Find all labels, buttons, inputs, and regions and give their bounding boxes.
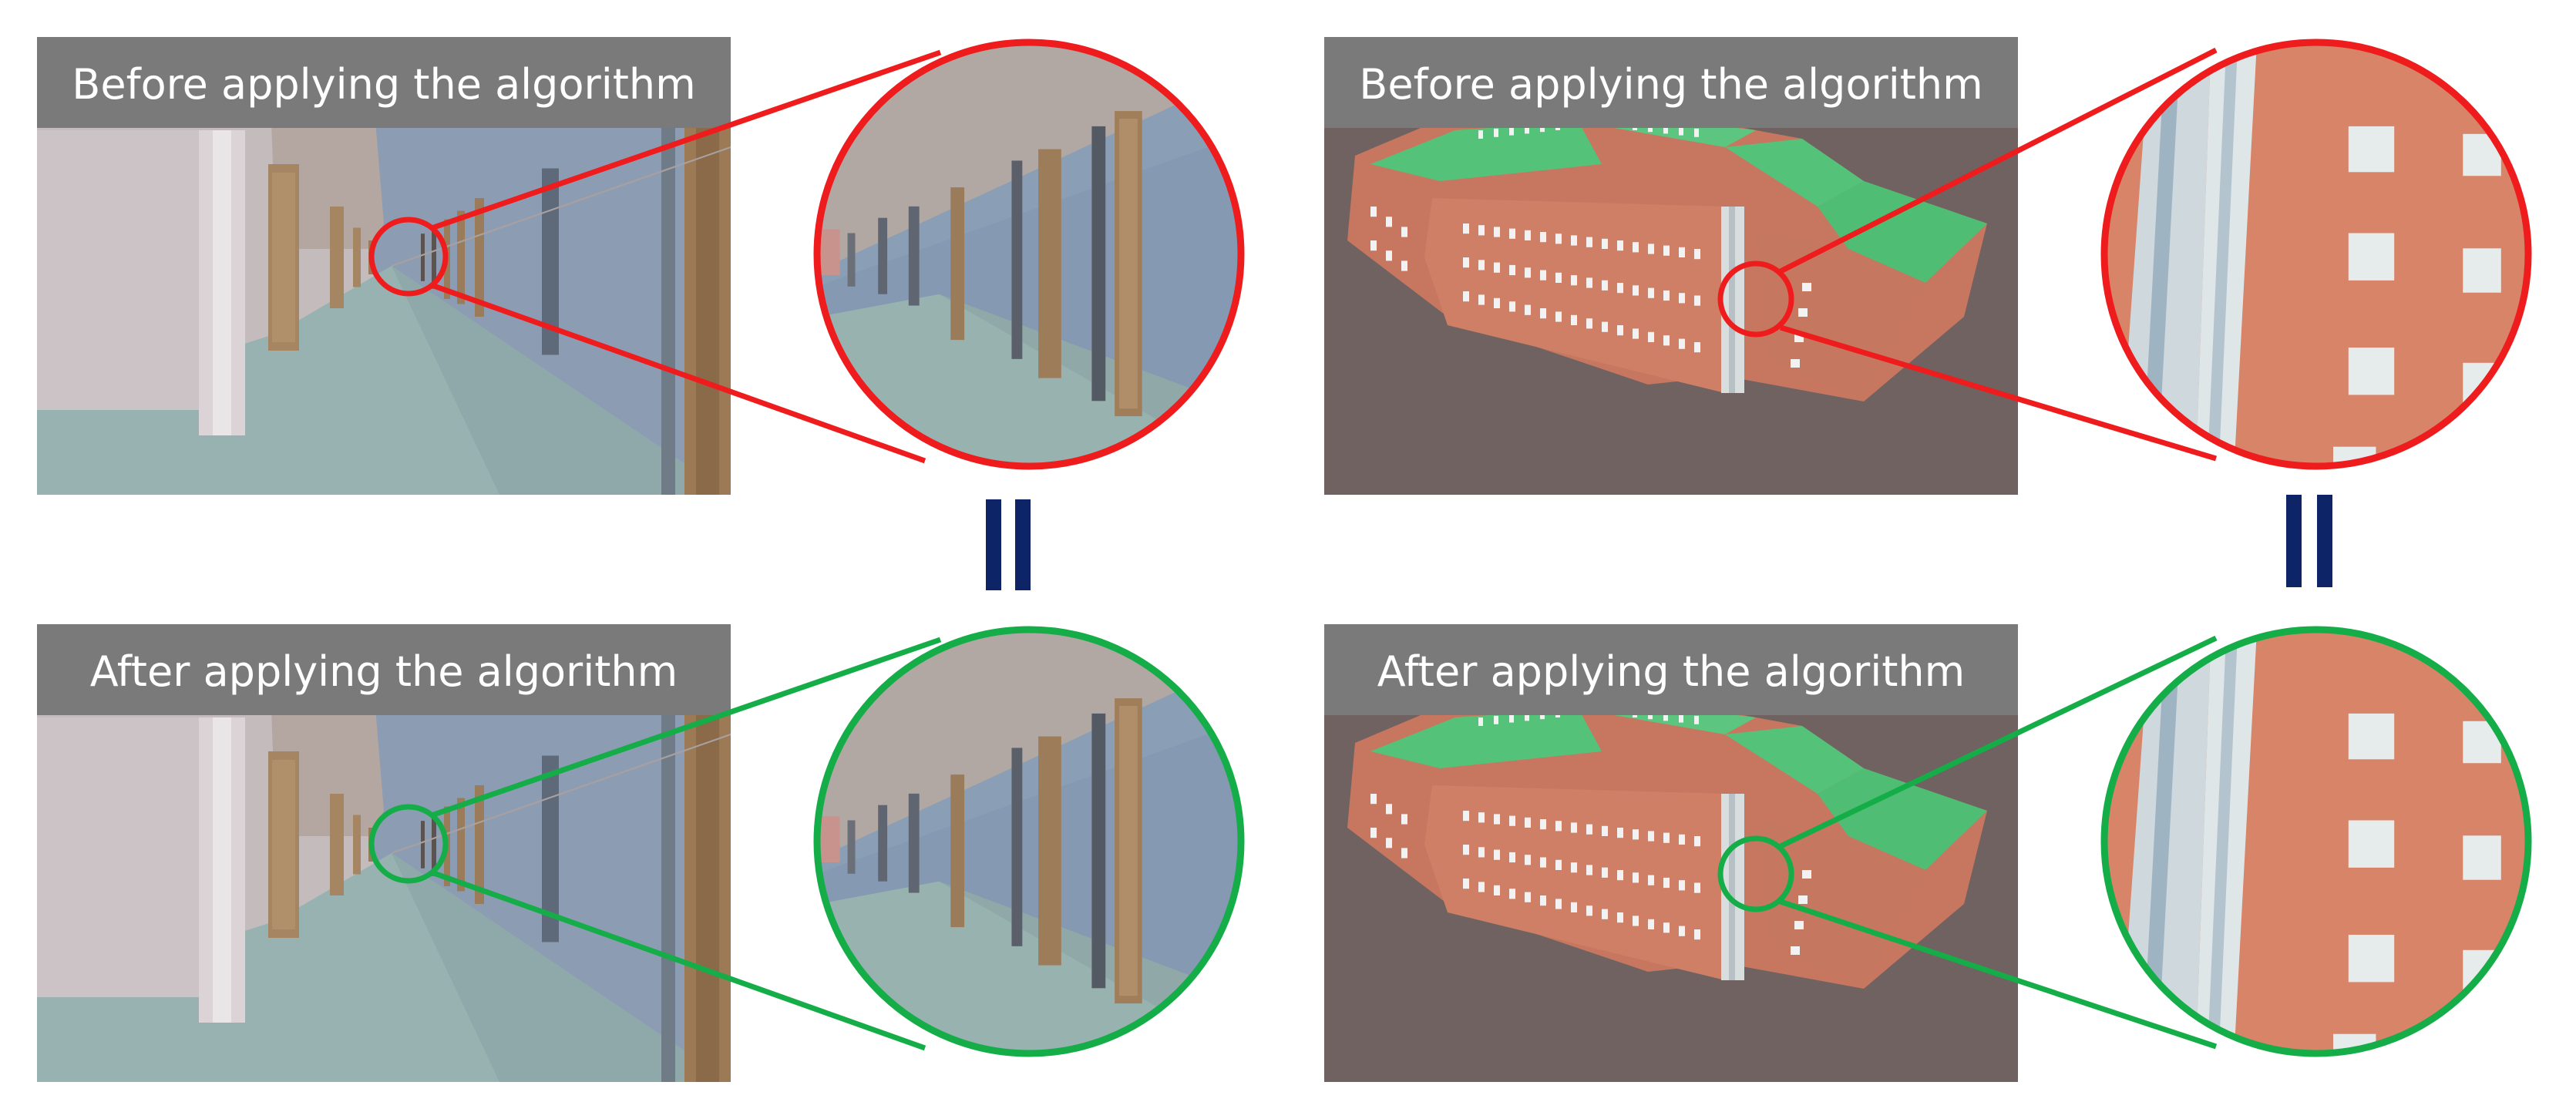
zoom-indicator-after-right (1717, 626, 2532, 1057)
caption-bar (37, 37, 731, 128)
equals-sign-left (986, 499, 1031, 590)
panel-label: Before applying the algorithm (72, 60, 695, 109)
zoom-indicator-before-left (368, 39, 1245, 470)
caption-bar (1324, 37, 2018, 128)
equals-sign-right (2286, 495, 2332, 587)
panel-corridor-after: After applying the algorithm (35, 623, 1245, 1084)
caption-bar (37, 624, 731, 715)
panel-label: Before applying the algorithm (1359, 60, 1982, 109)
caption-bar (1324, 624, 2018, 715)
panel-building-after: After applying the algorithm (1324, 624, 2532, 1082)
panel-label: After applying the algorithm (90, 647, 678, 696)
panel-building-before: Before applying the algorithm (1324, 37, 2532, 495)
panel-label: After applying the algorithm (1377, 647, 1966, 696)
zoom-indicator-before-right (1717, 39, 2532, 470)
zoom-indicator-after-left (368, 626, 1245, 1057)
panel-corridor-before: Before applying the algorithm (35, 35, 1245, 496)
